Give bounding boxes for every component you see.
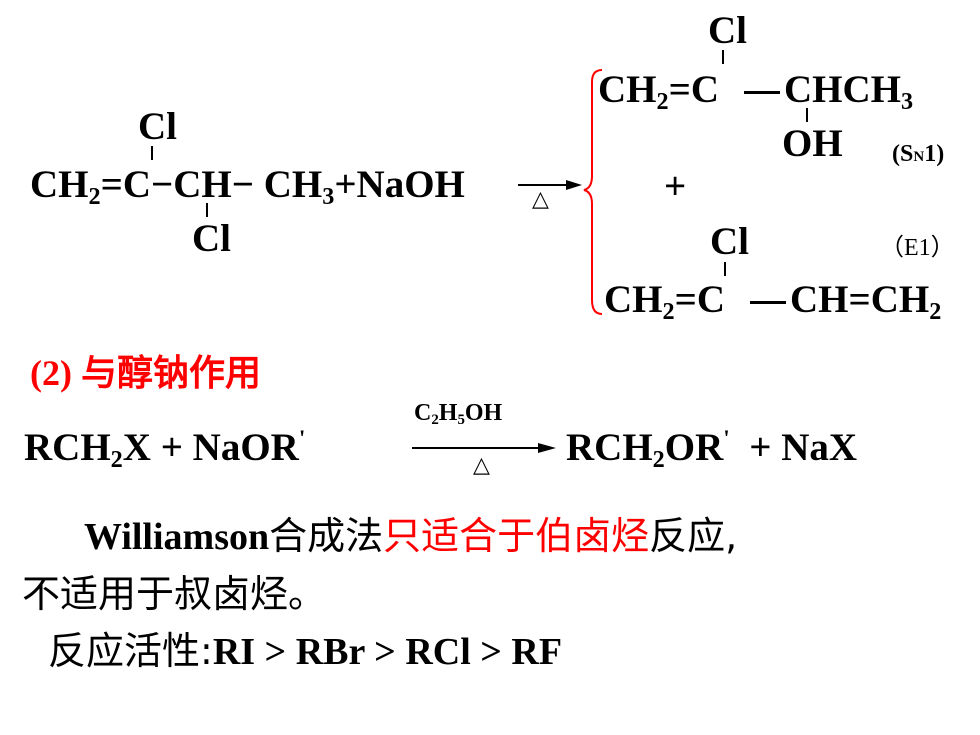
- reactant-ch: CH: [173, 163, 232, 206]
- e1-single-bond: [750, 301, 786, 304]
- bond-dash-1: −: [151, 163, 174, 206]
- tertiary-line: 不适用于叔卤烃。: [22, 572, 327, 616]
- reactant-ch3-sub: 3: [322, 182, 335, 210]
- sn1-chch3-text: CHCH: [784, 68, 901, 111]
- reactant-ch2-sub: 2: [88, 182, 101, 210]
- williamson-part1: 合成法: [269, 514, 384, 558]
- sn1-eq-c: =C: [668, 68, 719, 111]
- sn1-chch3: CHCH3: [784, 67, 913, 116]
- products-plus: +: [664, 165, 687, 208]
- reaction2-rch2x-sub: 2: [110, 445, 123, 473]
- sn1-oh: OH: [782, 122, 843, 165]
- e1-cl: Cl: [710, 220, 749, 263]
- sn1-single-bond: [744, 91, 780, 94]
- reaction-arrow-2: [412, 443, 556, 453]
- sn1-bond-c-oh: [806, 108, 808, 122]
- e1-eq-c: =C: [674, 278, 725, 321]
- mechanism-sn1-close: 1): [924, 141, 945, 167]
- cond-h: H: [438, 400, 458, 426]
- reaction2-reactants: RCH2X + NaOR': [24, 425, 305, 474]
- bond-dash-2: −: [231, 163, 254, 206]
- e1-chch-sub: 2: [929, 297, 942, 325]
- e1-chch: CH=CH: [790, 278, 930, 321]
- reaction2-rch2x-end: X: [122, 426, 151, 469]
- e1-chch2: CH=CH2: [790, 277, 941, 326]
- reactivity-label: 反应活性:: [48, 629, 213, 673]
- reaction2-plus-nax: + NaX: [749, 426, 858, 469]
- mechanism-sn1: (SN1): [892, 141, 944, 168]
- e1-bond-c-cl: [724, 262, 726, 276]
- mechanism-e1: （E1）: [880, 235, 955, 261]
- reactant-ch3: CH: [263, 163, 323, 206]
- mechanism-sn1-n: N: [913, 149, 925, 165]
- reaction2-rch2x: RCH: [24, 426, 111, 469]
- e1-ch2: CH: [604, 278, 663, 321]
- reactant-ch2: CH: [30, 163, 89, 206]
- reaction2-products: RCH2OR' + NaX: [566, 425, 857, 474]
- williamson-word: Williamson: [84, 516, 270, 558]
- sn1-formula: CH2=C: [598, 67, 719, 116]
- reaction2-product: RCH: [566, 426, 653, 469]
- williamson-part2: 反应,: [649, 514, 738, 558]
- heat-condition-1: △: [532, 186, 549, 211]
- reactant-formula: CH2=C−CH− CH3+NaOH: [30, 162, 465, 211]
- cond-h-sub: 5: [457, 412, 465, 429]
- reactant-c: C: [122, 163, 151, 206]
- reactivity-line: 反应活性:RI > RBr > RCl > RF: [48, 620, 562, 675]
- e1-ch2-sub: 2: [662, 297, 675, 325]
- reaction2-condition-bottom: △: [473, 452, 490, 477]
- reaction-arrow-1: [518, 180, 582, 190]
- reactant-cl-top: Cl: [138, 105, 177, 148]
- e1-formula: CH2=C: [604, 277, 725, 326]
- reaction2-condition-top: C2H5OH: [414, 400, 502, 429]
- williamson-line: Williamson合成法只适合于伯卤烃反应,: [84, 505, 737, 560]
- bond-ch-cl-bottom: [206, 203, 208, 217]
- product-brace: [583, 69, 603, 315]
- section-2-title: (2) 与醇钠作用: [30, 353, 261, 393]
- reactant-cl-bottom: Cl: [192, 217, 231, 260]
- sn1-ch2: CH: [598, 68, 657, 111]
- double-bond: =: [100, 163, 123, 206]
- mechanism-sn1-open: (S: [892, 141, 914, 167]
- reaction2-product-end: OR: [664, 426, 724, 469]
- reactivity-series: RI > RBr > RCl > RF: [212, 631, 563, 673]
- reaction2-plus-naor: + NaOR: [160, 426, 299, 469]
- reaction2-product-sub: 2: [652, 445, 665, 473]
- sn1-ch2-sub: 2: [656, 87, 669, 115]
- cond-c: C: [414, 400, 432, 426]
- cond-oh: OH: [464, 400, 503, 426]
- sn1-bond-c-cl: [722, 50, 724, 64]
- reaction2-product-prime: ': [723, 425, 730, 452]
- cond-c-sub: 2: [431, 412, 439, 429]
- plus-naoh: +NaOH: [334, 163, 465, 206]
- sn1-chch3-sub: 3: [901, 87, 914, 115]
- williamson-red-part: 只适合于伯卤烃: [383, 514, 650, 558]
- sn1-cl: Cl: [708, 9, 747, 52]
- reaction2-prime: ': [298, 425, 306, 452]
- bond-c-cl-top: [151, 146, 153, 160]
